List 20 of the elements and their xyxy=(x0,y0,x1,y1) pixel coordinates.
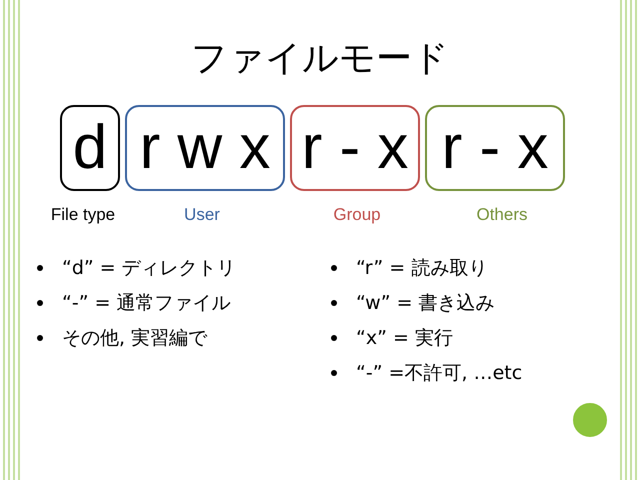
permission-box xyxy=(125,105,285,191)
permission-characters: r - x xyxy=(442,117,548,179)
permission-box xyxy=(290,105,420,191)
bullet-text: “-” = 通常ファイル xyxy=(62,291,231,316)
permission-group-caption: User xyxy=(184,205,220,225)
permission-group-caption: Others xyxy=(476,205,528,225)
bullet-text: “x” = 実行 xyxy=(356,326,453,351)
bullet-text: その他, 実習編で xyxy=(62,326,208,351)
bullet-text: “w” = 書き込み xyxy=(356,291,495,316)
permission-characters: r w x xyxy=(140,117,270,179)
bullet-text: “d” = ディレクトリ xyxy=(62,256,236,281)
bullet-text: “r” = 読み取り xyxy=(356,256,488,281)
permission-box xyxy=(425,105,565,191)
permission-box xyxy=(60,105,120,191)
bullet-text: “-” =不許可, …etc xyxy=(356,361,522,386)
permission-group-caption: File type xyxy=(50,205,116,225)
permission-characters: r - x xyxy=(302,117,408,179)
slide-title: ファイルモード xyxy=(190,37,450,81)
permission-characters: d xyxy=(72,117,108,179)
permission-group-caption: Group xyxy=(333,205,381,225)
